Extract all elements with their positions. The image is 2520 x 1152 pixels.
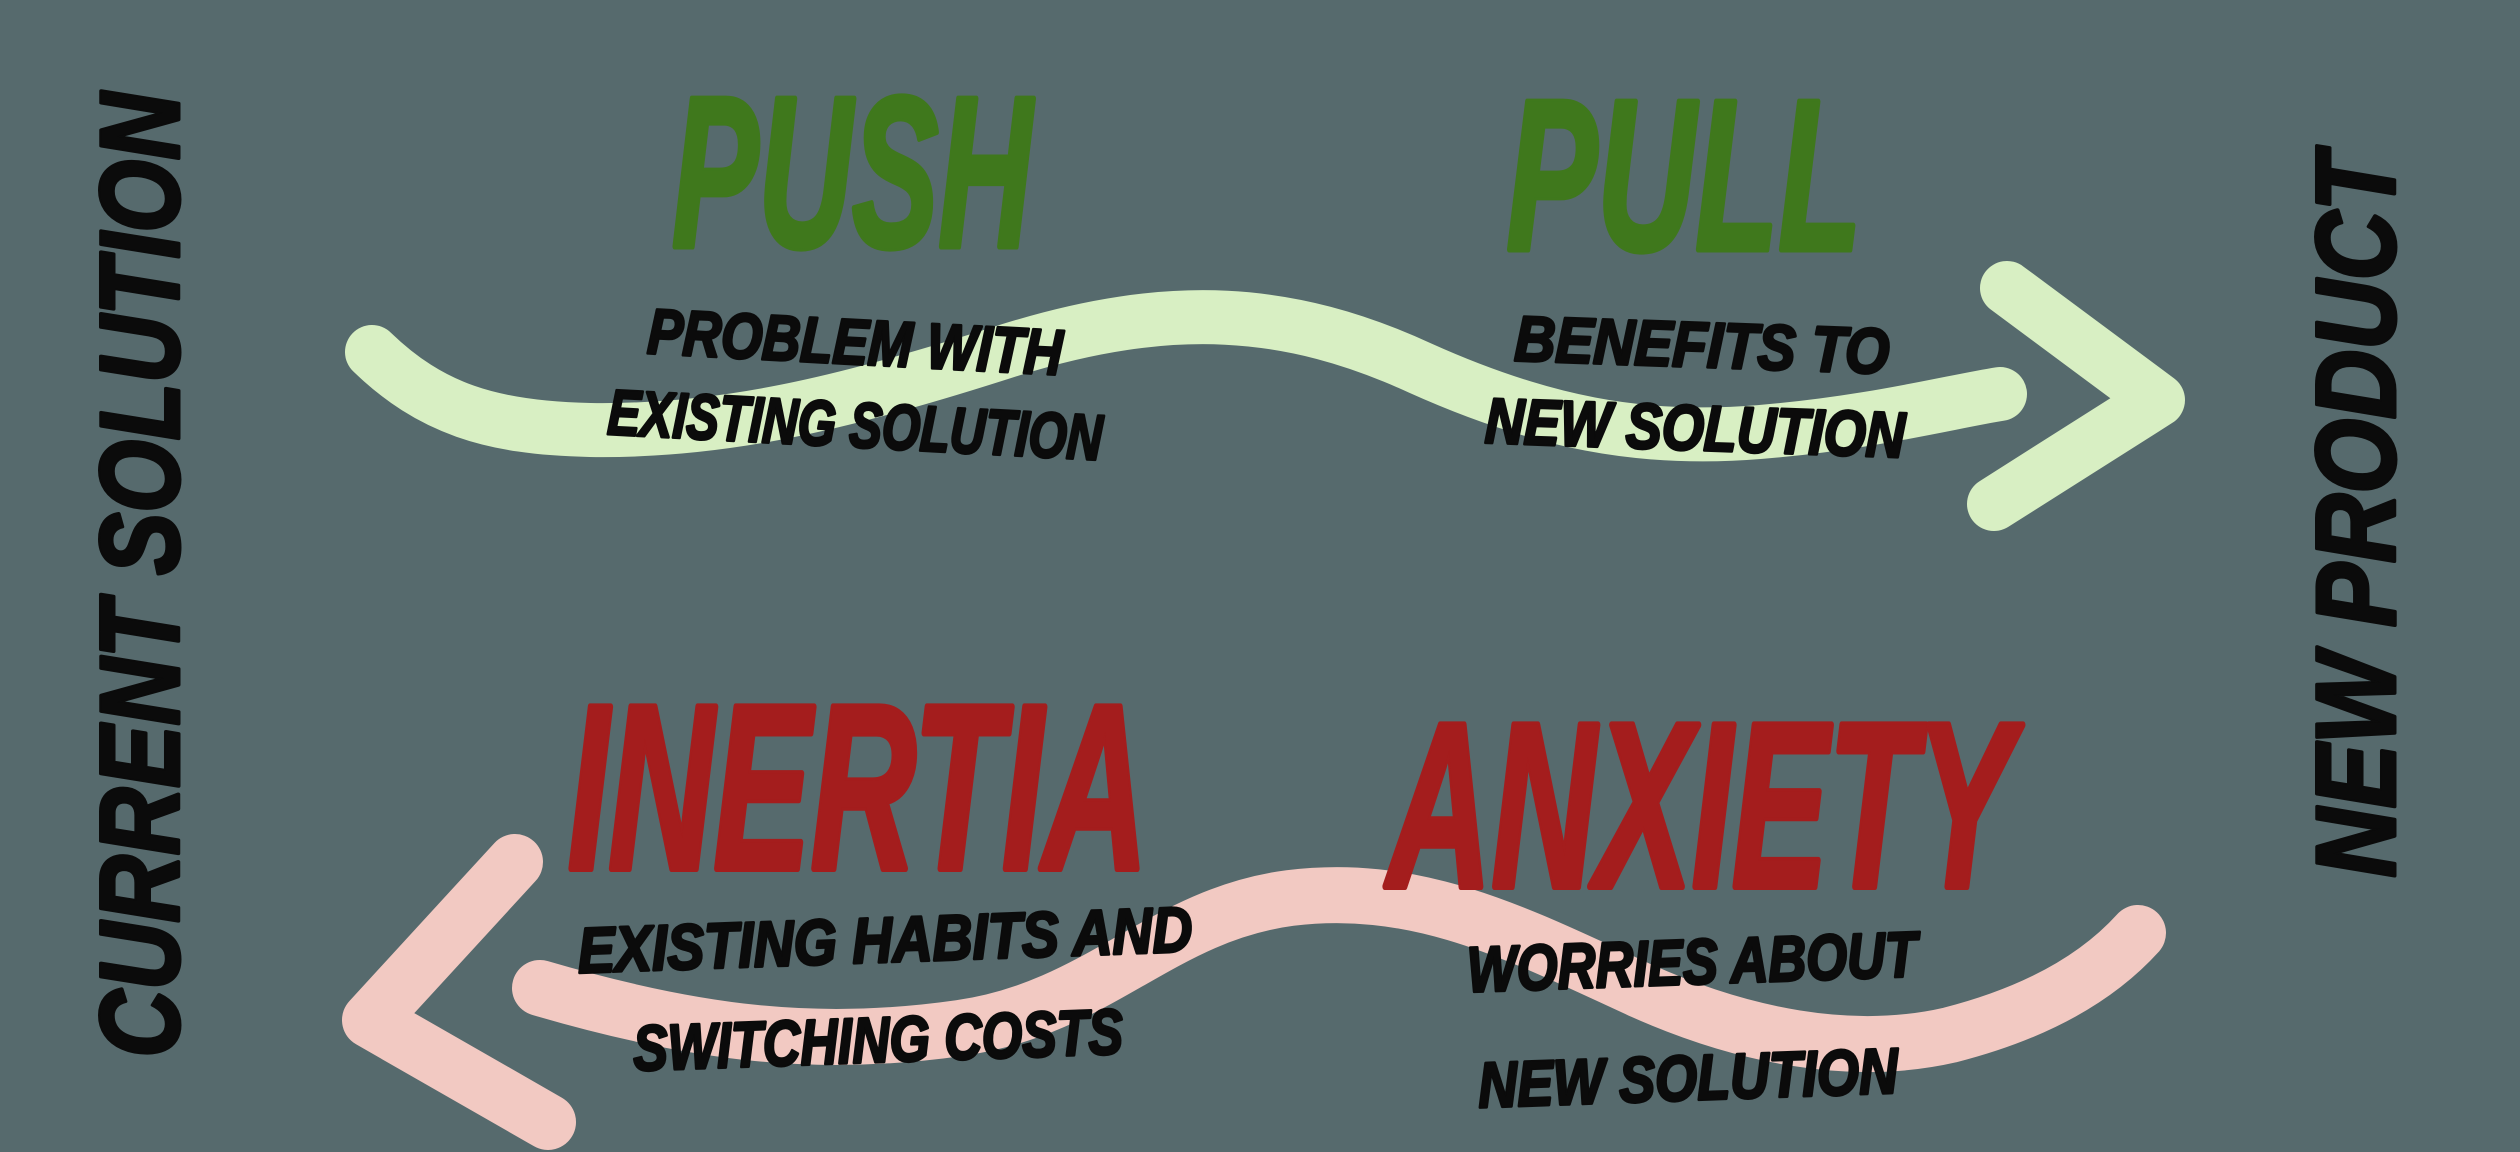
right-arrowhead-icon [1967, 261, 2185, 531]
new-product-label: NEW PRODUCT [2294, 145, 2419, 877]
inertia-description-line2: SWITCHING COSTS [632, 995, 1124, 1084]
inertia-title: INERTIA [568, 656, 1148, 919]
anxiety-description-line2: NEW SOLUTION [1477, 1035, 1901, 1122]
pull-description-line1: BENEFITS TO [1513, 302, 1890, 387]
push-title: PUSH [672, 52, 1034, 293]
inertia-anxiety-arrow [342, 834, 2166, 1150]
push-pull-arrow-body [345, 290, 2027, 462]
current-solution-label: CURRENT SOLUTION [78, 91, 203, 1058]
pull-title: PULL [1507, 55, 1862, 296]
anxiety-description-line1: WORRIES ABOUT [1466, 918, 1922, 1006]
push-pull-arrow [345, 261, 2185, 531]
inertia-anxiety-arrow-body [512, 867, 2166, 1073]
pull-description-line2: NEW SOLUTION [1484, 385, 1908, 472]
anxiety-title: ANXIETY [1384, 674, 2023, 937]
left-arrowhead-icon [342, 834, 576, 1150]
